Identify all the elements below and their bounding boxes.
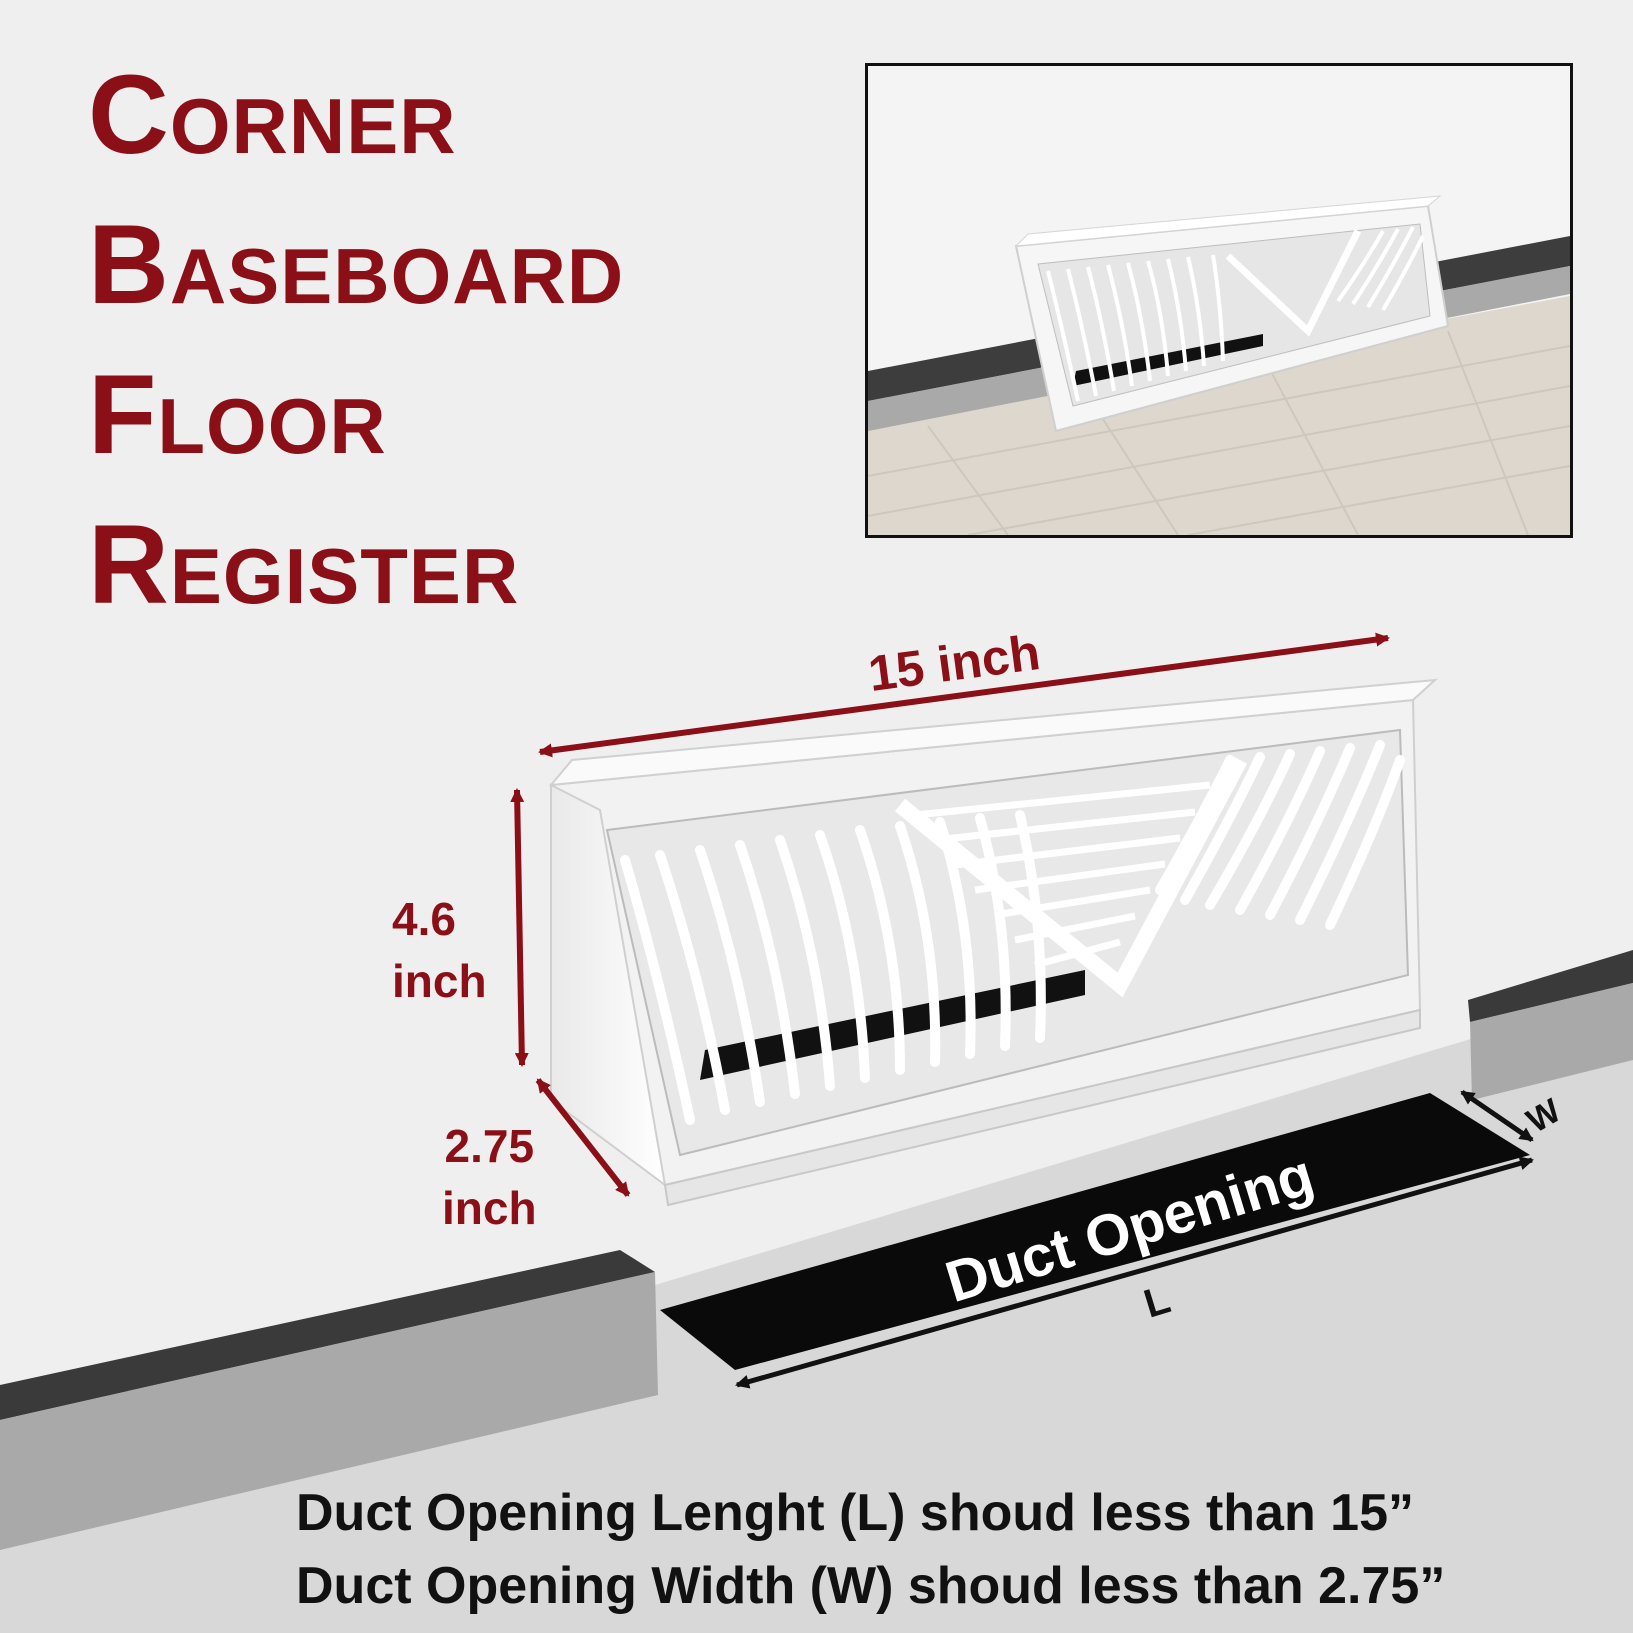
- title-line-2: Baseboard: [88, 202, 625, 327]
- depth-unit: inch: [442, 1182, 537, 1234]
- installed-photo-inset: [865, 63, 1573, 538]
- depth-value: 2.75: [444, 1120, 535, 1172]
- note-length: Duct Opening Lenght (L) shoud less than …: [296, 1484, 1415, 1542]
- baseboard-left-face: [0, 1272, 658, 1550]
- installed-register-image: [868, 66, 1570, 535]
- product-title: Corner Baseboard Floor Register: [88, 40, 624, 640]
- baseboard-right-face: [1470, 983, 1633, 1100]
- duct-width-arrow: [1460, 1089, 1534, 1143]
- height-arrow: [510, 788, 529, 1067]
- depth-label: 2.75 inch: [442, 1115, 537, 1239]
- height-unit: inch: [392, 955, 487, 1007]
- duct-length-arrow: [735, 1156, 1534, 1389]
- note-width: Duct Opening Width (W) shoud less than 2…: [296, 1557, 1446, 1615]
- baseboard-left-top: [0, 1250, 655, 1420]
- register-illustration: [548, 678, 1438, 1207]
- title-line-1: Corner: [88, 52, 457, 177]
- length-arrow: [538, 632, 1390, 758]
- height-value: 4.6: [392, 893, 456, 945]
- height-label: 4.6 inch: [392, 888, 487, 1012]
- depth-arrow: [535, 1078, 631, 1197]
- title-line-3: Floor: [88, 352, 387, 477]
- title-line-4: Register: [88, 502, 520, 627]
- baseboard-right-top: [1468, 950, 1633, 1022]
